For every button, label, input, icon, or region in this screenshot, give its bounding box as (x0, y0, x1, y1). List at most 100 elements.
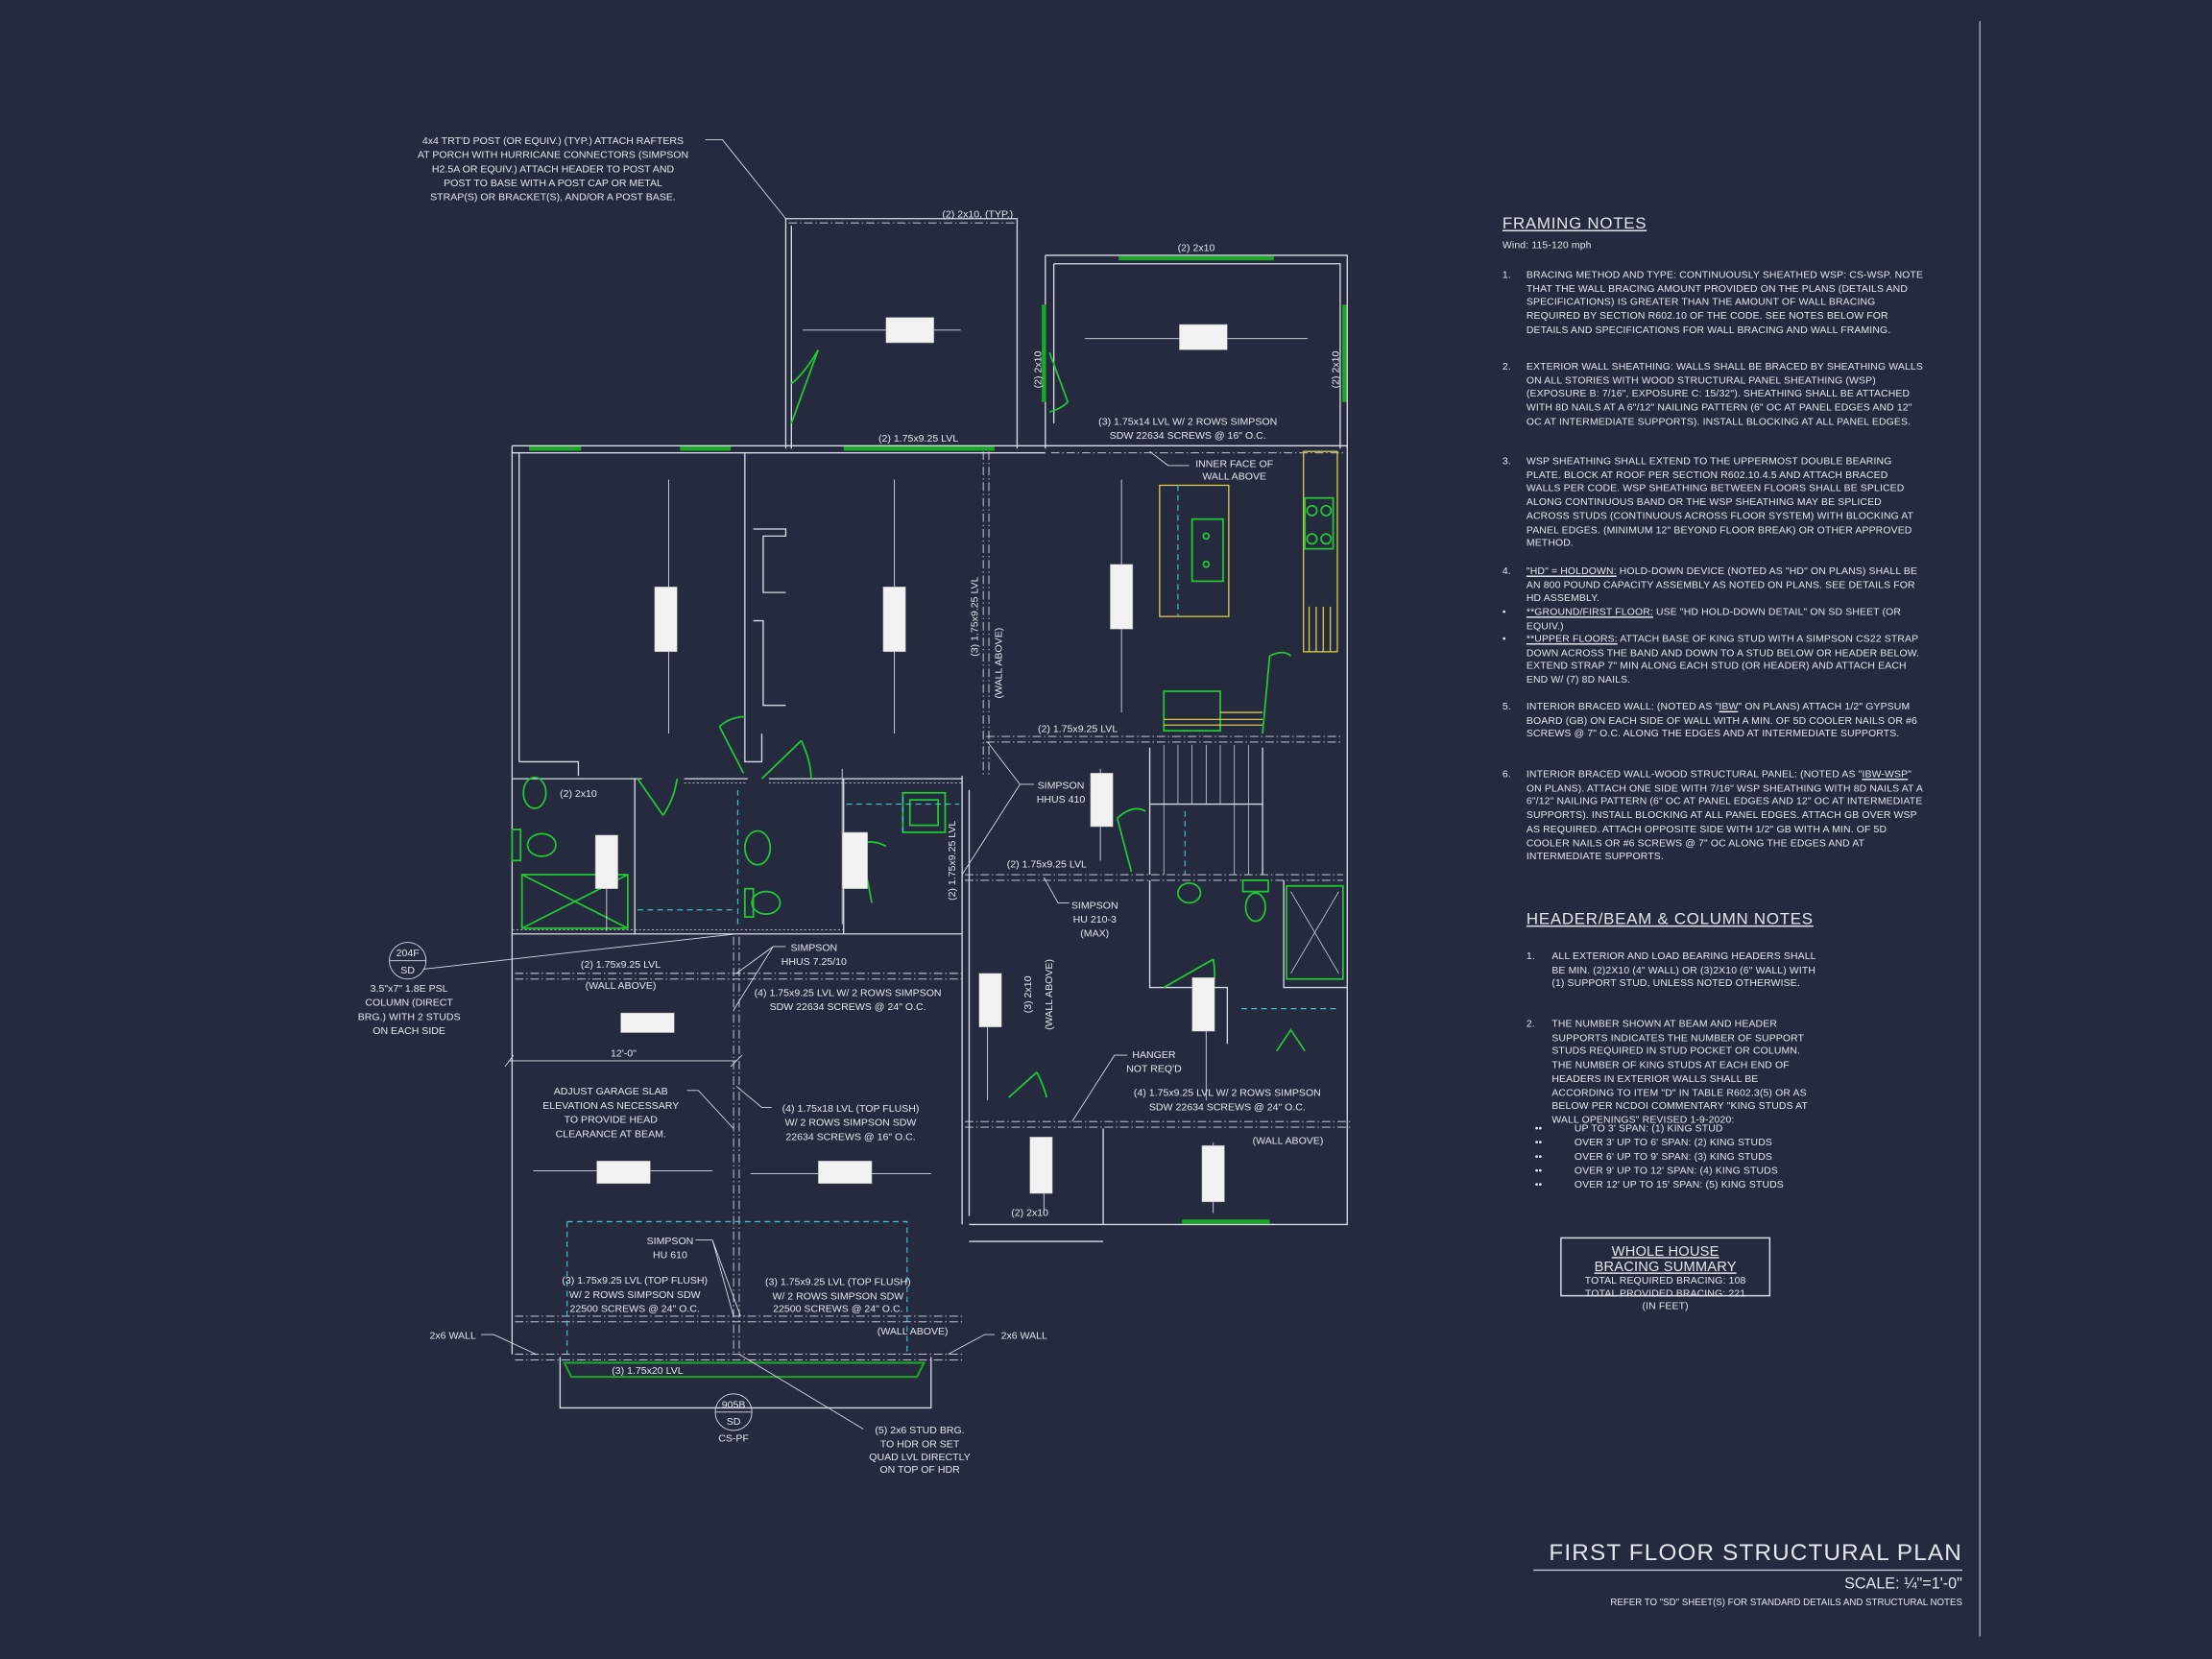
hhus410-label: SIMPSON (1038, 780, 1085, 791)
garage-beam-left-label: (2) 1.75x9.25 LVL (581, 959, 661, 971)
sd-sheet-reference: REFER TO "SD" SHEET(S) FOR STANDARD DETA… (1610, 1598, 1962, 1609)
sunroom-beam-label: (3) 1.75x14 LVL W/ 2 ROWS SIMPSON (1098, 416, 1277, 427)
framing-notes-title: FRAMING NOTES (1502, 215, 1647, 233)
inner-face-label: INNER FACE OF (1195, 458, 1274, 469)
note-text: HOLD-DOWN DEVICE (NOTED AS "HD" ON PLANS… (1526, 565, 1918, 605)
garage-door-right-beam: (3) 1.75x9.25 LVL (TOP FLUSH) (765, 1277, 911, 1288)
garage-door-right-beam: 22500 SCREWS @ 24" O.C. (773, 1304, 902, 1315)
hall-wall-label: (WALL ABOVE) (1044, 959, 1055, 1030)
span-rule: OVER 3' UP TO 6' SPAN: (2) KING STUDS (1574, 1137, 1773, 1149)
leaders (389, 139, 1190, 1431)
psl-column-note: 3.5"x7" 1.8E PSL (371, 983, 448, 995)
hhus725-label: HHUS 7.25/10 (781, 956, 847, 968)
fixtures (511, 450, 1344, 1355)
hhus725-label: SIMPSON (790, 942, 837, 953)
center-beam-label: (3) 1.75x9.25 LVL (969, 576, 980, 656)
detail-905b-type: CS-PF (718, 1433, 749, 1445)
hu210-label: (MAX) (1080, 928, 1109, 940)
joist-tag (1179, 324, 1228, 350)
porch-note-line: AT PORCH WITH HURRICANE CONNECTORS (SIMP… (418, 150, 688, 161)
garage-beam-left-label: (WALL ABOVE) (586, 980, 657, 992)
span-rule: OVER 9' UP TO 12' SPAN: (4) KING STUDS (1574, 1165, 1778, 1177)
joist-tag (1110, 564, 1134, 630)
bullet: •• (1534, 1137, 1543, 1149)
hhus410-label: HHUS 410 (1037, 794, 1086, 805)
span-rule: OVER 12' UP TO 15' SPAN: (5) KING STUDS (1574, 1179, 1784, 1191)
span-rule: OVER 6' UP TO 9' SPAN: (3) KING STUDS (1574, 1151, 1773, 1163)
wall-2x6-right-label: 2x6 WALL (1001, 1330, 1047, 1341)
note-number: 2. (1526, 1018, 1535, 1030)
slab-note: ELEVATION AS NECESSARY (542, 1100, 679, 1112)
rear-beam-label: SDW 22634 SCREWS @ 24" O.C. (1149, 1101, 1306, 1113)
bracing-summary-box: WHOLE HOUSE BRACING SUMMARY TOTAL REQUIR… (1560, 1237, 1771, 1312)
note-lead: IBW (1719, 701, 1739, 713)
sheet-border-line (1979, 21, 1982, 1637)
hu210-label: SIMPSON (1071, 900, 1118, 911)
garage-center-beam-label: W/ 2 ROWS SIMPSON SDW (785, 1118, 917, 1129)
center-beam-wall-label: (WALL ABOVE) (993, 628, 1004, 699)
dimension-label: 12'-0" (611, 1048, 637, 1060)
joist-tag (620, 1012, 675, 1033)
bullet: •• (1534, 1122, 1543, 1135)
bullet: •• (1534, 1179, 1543, 1191)
detail-905b-sheet: SD (727, 1416, 741, 1428)
note-text: BRACING METHOD AND TYPE: CONTINUOUSLY SH… (1526, 269, 1924, 336)
garage-door-left-beam: (3) 1.75x9.25 LVL (TOP FLUSH) (562, 1275, 708, 1286)
header-notes-title: HEADER/BEAM & COLUMN NOTES (1526, 911, 1814, 928)
note-lead: "HD" = HOLDOWN: (1526, 565, 1617, 577)
detail-204f-sheet: SD (400, 965, 415, 976)
hanger-label: NOT REQ'D (1126, 1064, 1182, 1075)
note-number: 6. (1502, 768, 1511, 781)
note-text: " ON PLANS). ATTACH ONE SIDE WITH 7/16" … (1526, 768, 1923, 863)
note-number: 5. (1502, 701, 1511, 713)
note-text: ATTACH BASE OF KING STUD WITH A SIMPSON … (1526, 633, 1920, 686)
note-lead: **GROUND/FIRST FLOOR: (1526, 606, 1653, 618)
garage-beam-right-label: (4) 1.75x9.25 LVL W/ 2 ROWS SIMPSON (755, 987, 942, 998)
drawing-scale: SCALE: ¼"=1'-0" (1844, 1575, 1962, 1593)
note-number: 2. (1502, 361, 1511, 373)
bullet: • (1502, 633, 1506, 645)
detail-905b-number: 905B (722, 1399, 746, 1410)
drawing-title: FIRST FLOOR STRUCTURAL PLAN (1549, 1540, 1962, 1567)
note-number: 3. (1502, 455, 1511, 468)
kitchen-beam-label: (2) 1.75x9.25 LVL (1038, 724, 1118, 735)
garage-wall-above-label: (WALL ABOVE) (878, 1326, 949, 1337)
psl-column-note: ON EACH SIDE (373, 1025, 445, 1037)
inner-face-label: WALL ABOVE (1202, 471, 1266, 483)
joist-tag (842, 831, 868, 889)
bath-header-label: (2) 2x10 (560, 788, 597, 800)
note-number: 4. (1502, 565, 1511, 577)
bullet: • (1502, 606, 1506, 618)
note-text: WSP SHEATHING SHALL EXTEND TO THE UPPERM… (1526, 455, 1914, 549)
bracing-summary-title: WHOLE HOUSE (1611, 1244, 1719, 1261)
note-lead: IBW-WSP (1862, 768, 1909, 781)
span-rule: UP TO 3' SPAN: (1) KING STUD (1574, 1122, 1723, 1135)
note-number: 1. (1502, 269, 1511, 281)
stud-bearing-note: QUAD LVL DIRECTLY (869, 1452, 970, 1463)
sunroom-header-label: (2) 2x10 (1178, 243, 1215, 254)
provided-bracing: TOTAL PROVIDED BRACING: 221 (1585, 1287, 1746, 1300)
joist-spans (533, 317, 1309, 1214)
windows (529, 255, 1347, 1224)
psl-column-note: COLUMN (DIRECT (365, 998, 453, 1009)
slab-note: TO PROVIDE HEAD (565, 1115, 659, 1126)
walls (504, 218, 1352, 1409)
hanger-label: HANGER (1132, 1049, 1176, 1061)
joist-tag (594, 834, 618, 889)
sunroom-right-header-label: (2) 2x10 (1330, 350, 1341, 388)
sunroom-beam-label: SDW 22634 SCREWS @ 16" O.C. (1110, 430, 1266, 442)
porch-beam-label: (2) 2x10, (TYP.) (942, 208, 1013, 220)
lower-header-label: (2) 2x10 (1011, 1208, 1048, 1219)
note-text: EXTERIOR WALL SHEATHING: WALLS SHALL BE … (1526, 361, 1923, 427)
porch-note-line: STRAP(S) OR BRACKET(S), AND/OR A POST BA… (430, 192, 676, 204)
garage-door-header-label: (3) 1.75x20 LVL (612, 1365, 684, 1377)
hu610-label: HU 610 (653, 1250, 687, 1262)
hall-wall-label: (3) 2x10 (1022, 975, 1034, 1013)
stud-bearing-note: (5) 2x6 STUD BRG. (875, 1425, 964, 1436)
joist-tag (596, 1161, 651, 1185)
bullet: •• (1534, 1165, 1543, 1177)
joist-tag (978, 973, 1002, 1027)
garage-beam-right-label: SDW 22634 SCREWS @ 24" O.C. (770, 1001, 926, 1013)
stud-bearing-note: TO HDR OR SET (880, 1439, 960, 1451)
